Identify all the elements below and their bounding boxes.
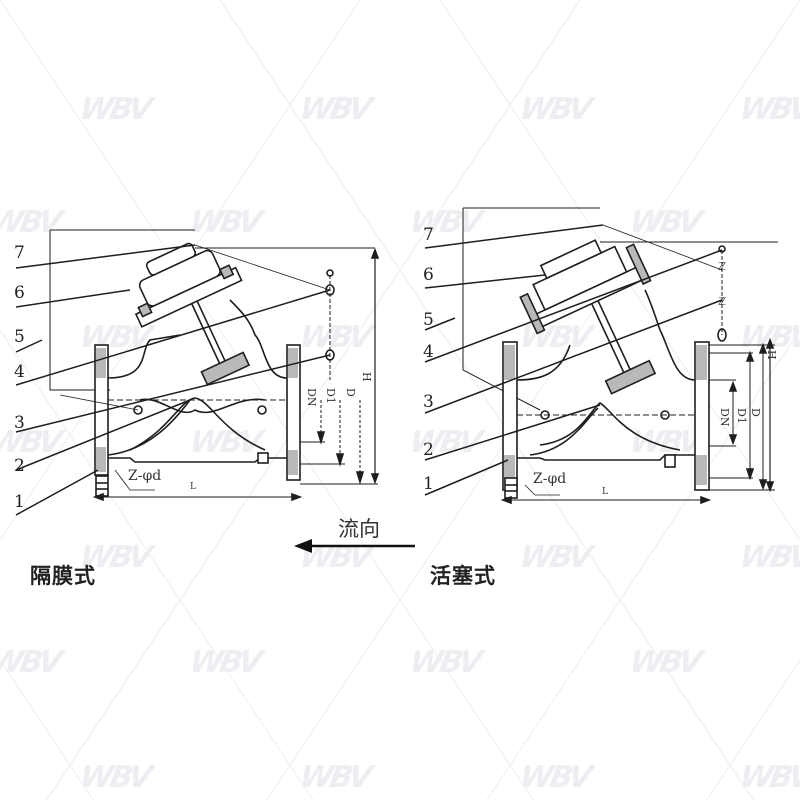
part-number-5: 5 <box>14 327 25 347</box>
part-number-5: 5 <box>423 310 434 330</box>
part-number-4: 4 <box>14 362 25 382</box>
diaphragm-dim-d: D <box>344 388 357 397</box>
svg-text:ℤ: ℤ <box>718 260 726 273</box>
piston-dim-h: H <box>765 350 778 360</box>
flow-direction-label: 流向 <box>338 517 380 541</box>
piston-bolt-label: Z-φd <box>533 471 567 487</box>
part-number-1: 1 <box>14 492 25 512</box>
part-number-2: 2 <box>423 440 434 460</box>
piston-type-label: 活塞式 <box>430 564 496 588</box>
piston-dim-dn: DN <box>718 408 731 427</box>
svg-text:ℤ: ℤ <box>718 295 726 308</box>
part-number-4: 4 <box>423 342 434 362</box>
part-number-1: 1 <box>423 474 434 494</box>
part-number-6: 6 <box>423 265 434 285</box>
diaphragm-dim-d1: D1 <box>324 388 337 404</box>
part-number-7: 7 <box>14 243 25 263</box>
diaphragm-dim-dn: DN <box>305 388 318 407</box>
part-number-6: 6 <box>14 283 25 303</box>
diaphragm-length-label: L <box>190 482 196 492</box>
piston-dim-d1: D1 <box>735 408 748 424</box>
diaphragm-dim-h: H <box>360 372 373 382</box>
part-number-3: 3 <box>423 392 434 412</box>
piston-length-label: L <box>602 487 608 497</box>
part-number-2: 2 <box>14 456 25 476</box>
diaphragm-type-label: 隔膜式 <box>30 564 96 588</box>
diaphragm-bolt-label: Z-φd <box>128 468 162 484</box>
part-number-3: 3 <box>14 413 25 433</box>
part-number-7: 7 <box>423 225 434 245</box>
piston-dim-d: D <box>749 408 762 417</box>
